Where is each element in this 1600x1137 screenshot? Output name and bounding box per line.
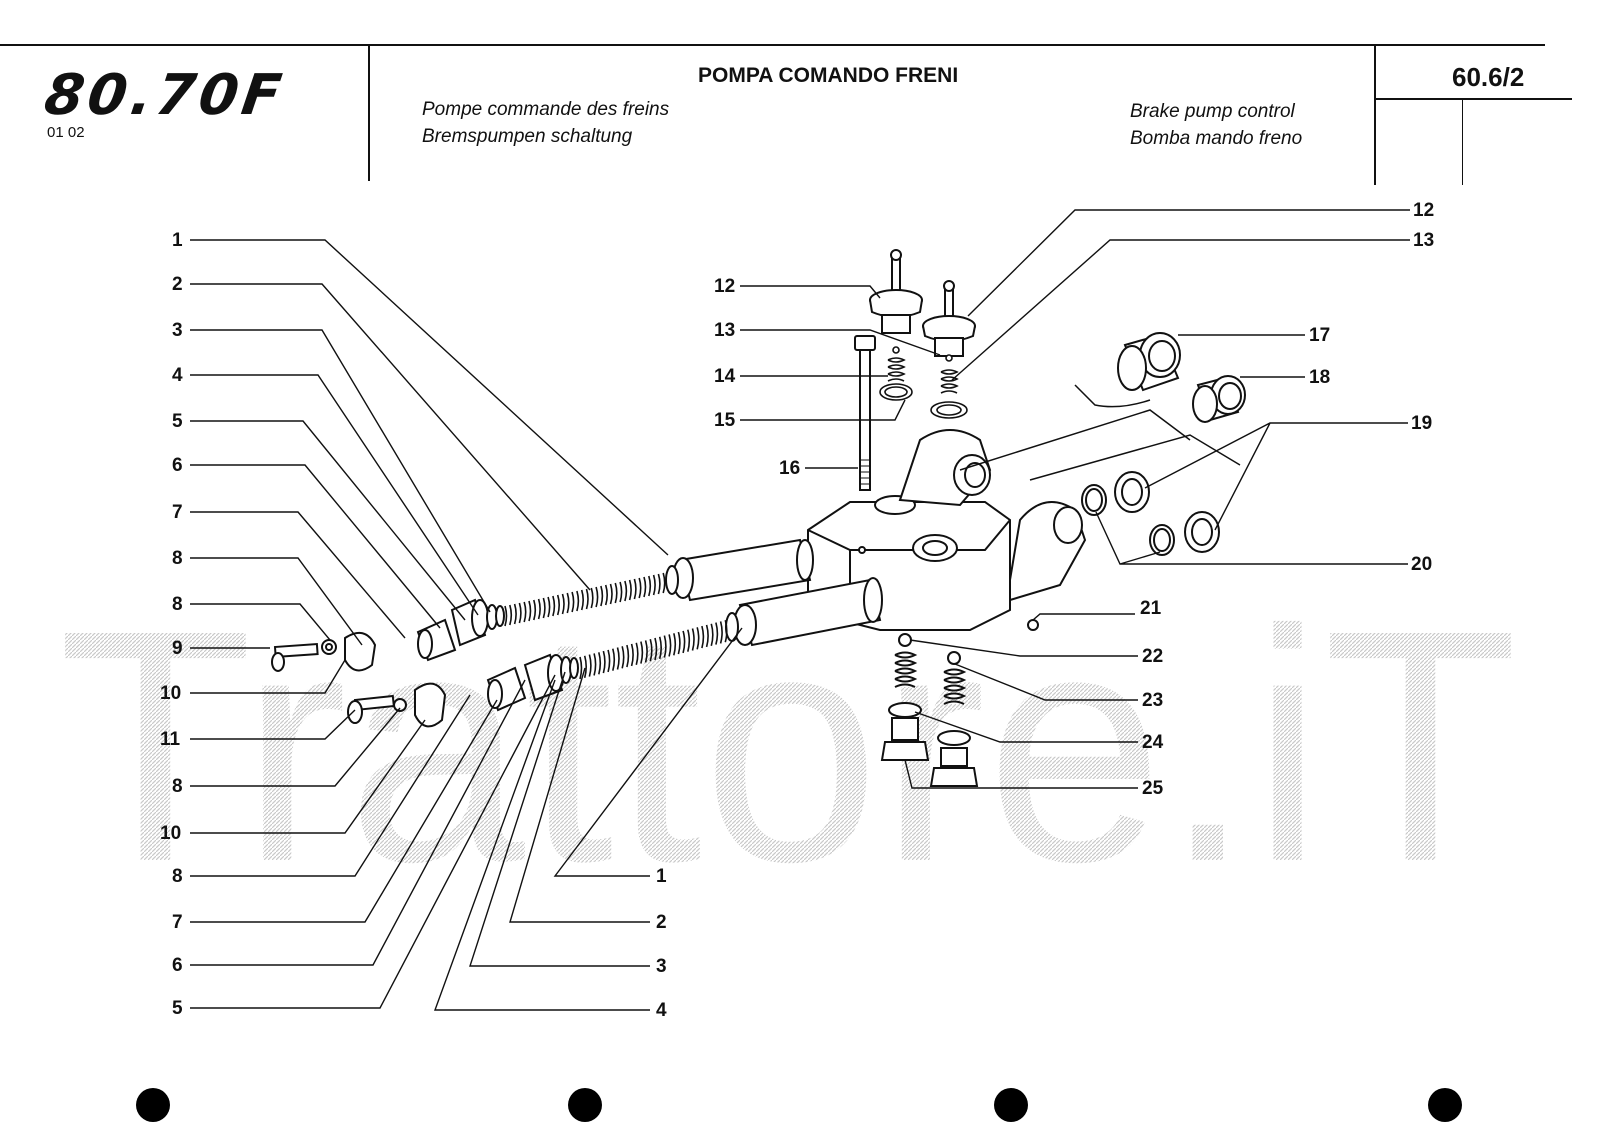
callout-right-25: 25 — [1142, 778, 1164, 799]
callout-right-13: 13 — [1413, 230, 1434, 251]
callout-bottom-4: 4 — [656, 1000, 667, 1021]
header-divider-left — [368, 45, 370, 181]
callout-left-3: 3 — [172, 320, 183, 341]
callout-left-5: 5 — [172, 411, 183, 432]
upper-fitting-assembly — [271, 598, 505, 672]
callout-center-15: 15 — [714, 410, 736, 431]
callout-left-4: 4 — [172, 365, 183, 386]
callout-right-12: 12 — [1413, 200, 1434, 221]
callout-right-24: 24 — [1142, 732, 1164, 753]
callout-right-19: 19 — [1411, 413, 1432, 434]
binder-hole-3 — [994, 1088, 1028, 1122]
callout-right-22: 22 — [1142, 646, 1163, 667]
check-valve-springs — [879, 346, 968, 419]
page-number: 60.6/2 — [1452, 62, 1525, 92]
callout-left-1: 1 — [172, 230, 183, 251]
callout-left-6b: 6 — [172, 955, 183, 976]
callout-right-20: 20 — [1411, 554, 1432, 575]
callout-bottom-1: 1 — [656, 866, 667, 887]
callout-left-10b: 10 — [160, 823, 181, 844]
callout-left-5b: 5 — [172, 998, 183, 1019]
document-code: 01 02 — [47, 124, 85, 141]
upper-cylinder — [665, 538, 814, 602]
callout-left-11: 11 — [160, 729, 181, 750]
callout-left-10a: 10 — [160, 683, 181, 704]
bushings — [1117, 332, 1246, 423]
callout-left-7b: 7 — [172, 912, 183, 933]
long-bolt — [854, 335, 876, 491]
leader-lines — [190, 209, 1410, 1011]
pageno-divider — [1462, 99, 1463, 185]
relief-valve-parts — [880, 619, 1039, 787]
pageno-underline — [1374, 98, 1572, 100]
callout-bottom-3: 3 — [656, 956, 667, 977]
callout-left-2: 2 — [172, 274, 183, 295]
callout-right-17: 17 — [1309, 325, 1330, 346]
callout-center-13: 13 — [714, 320, 735, 341]
callout-right-21: 21 — [1140, 598, 1162, 619]
callout-left-8c: 8 — [172, 776, 183, 797]
subtitle-german: Bremspumpen schaltung — [422, 126, 633, 147]
callout-left-8b: 8 — [172, 594, 183, 615]
callout-left-6: 6 — [172, 455, 183, 476]
callout-left-9: 9 — [172, 638, 183, 659]
callout-bottom-2: 2 — [656, 912, 667, 933]
binder-hole-4 — [1428, 1088, 1462, 1122]
header-top-rule — [0, 44, 1545, 46]
callout-center-12: 12 — [714, 276, 735, 297]
callout-left-8d: 8 — [172, 866, 183, 887]
bleed-screw-caps — [869, 249, 976, 357]
header-divider-right — [1374, 45, 1376, 185]
seals — [1081, 471, 1220, 556]
binder-hole-2 — [568, 1088, 602, 1122]
callout-labels: 1 2 3 4 5 6 7 8 8 9 10 11 8 10 8 7 6 5 1… — [160, 200, 1434, 1021]
subtitle-spanish: Bomba mando freno — [1130, 128, 1303, 149]
callout-right-23: 23 — [1142, 690, 1163, 711]
binder-hole-1 — [136, 1088, 170, 1122]
callout-center-16: 16 — [779, 458, 800, 479]
page-title: POMPA COMANDO FRENI — [698, 64, 959, 87]
callout-center-14: 14 — [714, 366, 736, 387]
lower-cylinder — [725, 577, 883, 647]
lower-fitting-assembly — [347, 653, 579, 728]
subtitle-french: Pompe commande des freins — [422, 99, 670, 120]
upper-spring — [504, 572, 666, 627]
callout-right-18: 18 — [1309, 367, 1330, 388]
callout-left-7: 7 — [172, 502, 183, 523]
callout-left-8a: 8 — [172, 548, 183, 569]
lower-spring — [579, 619, 728, 680]
subtitle-english: Brake pump control — [1130, 101, 1295, 122]
